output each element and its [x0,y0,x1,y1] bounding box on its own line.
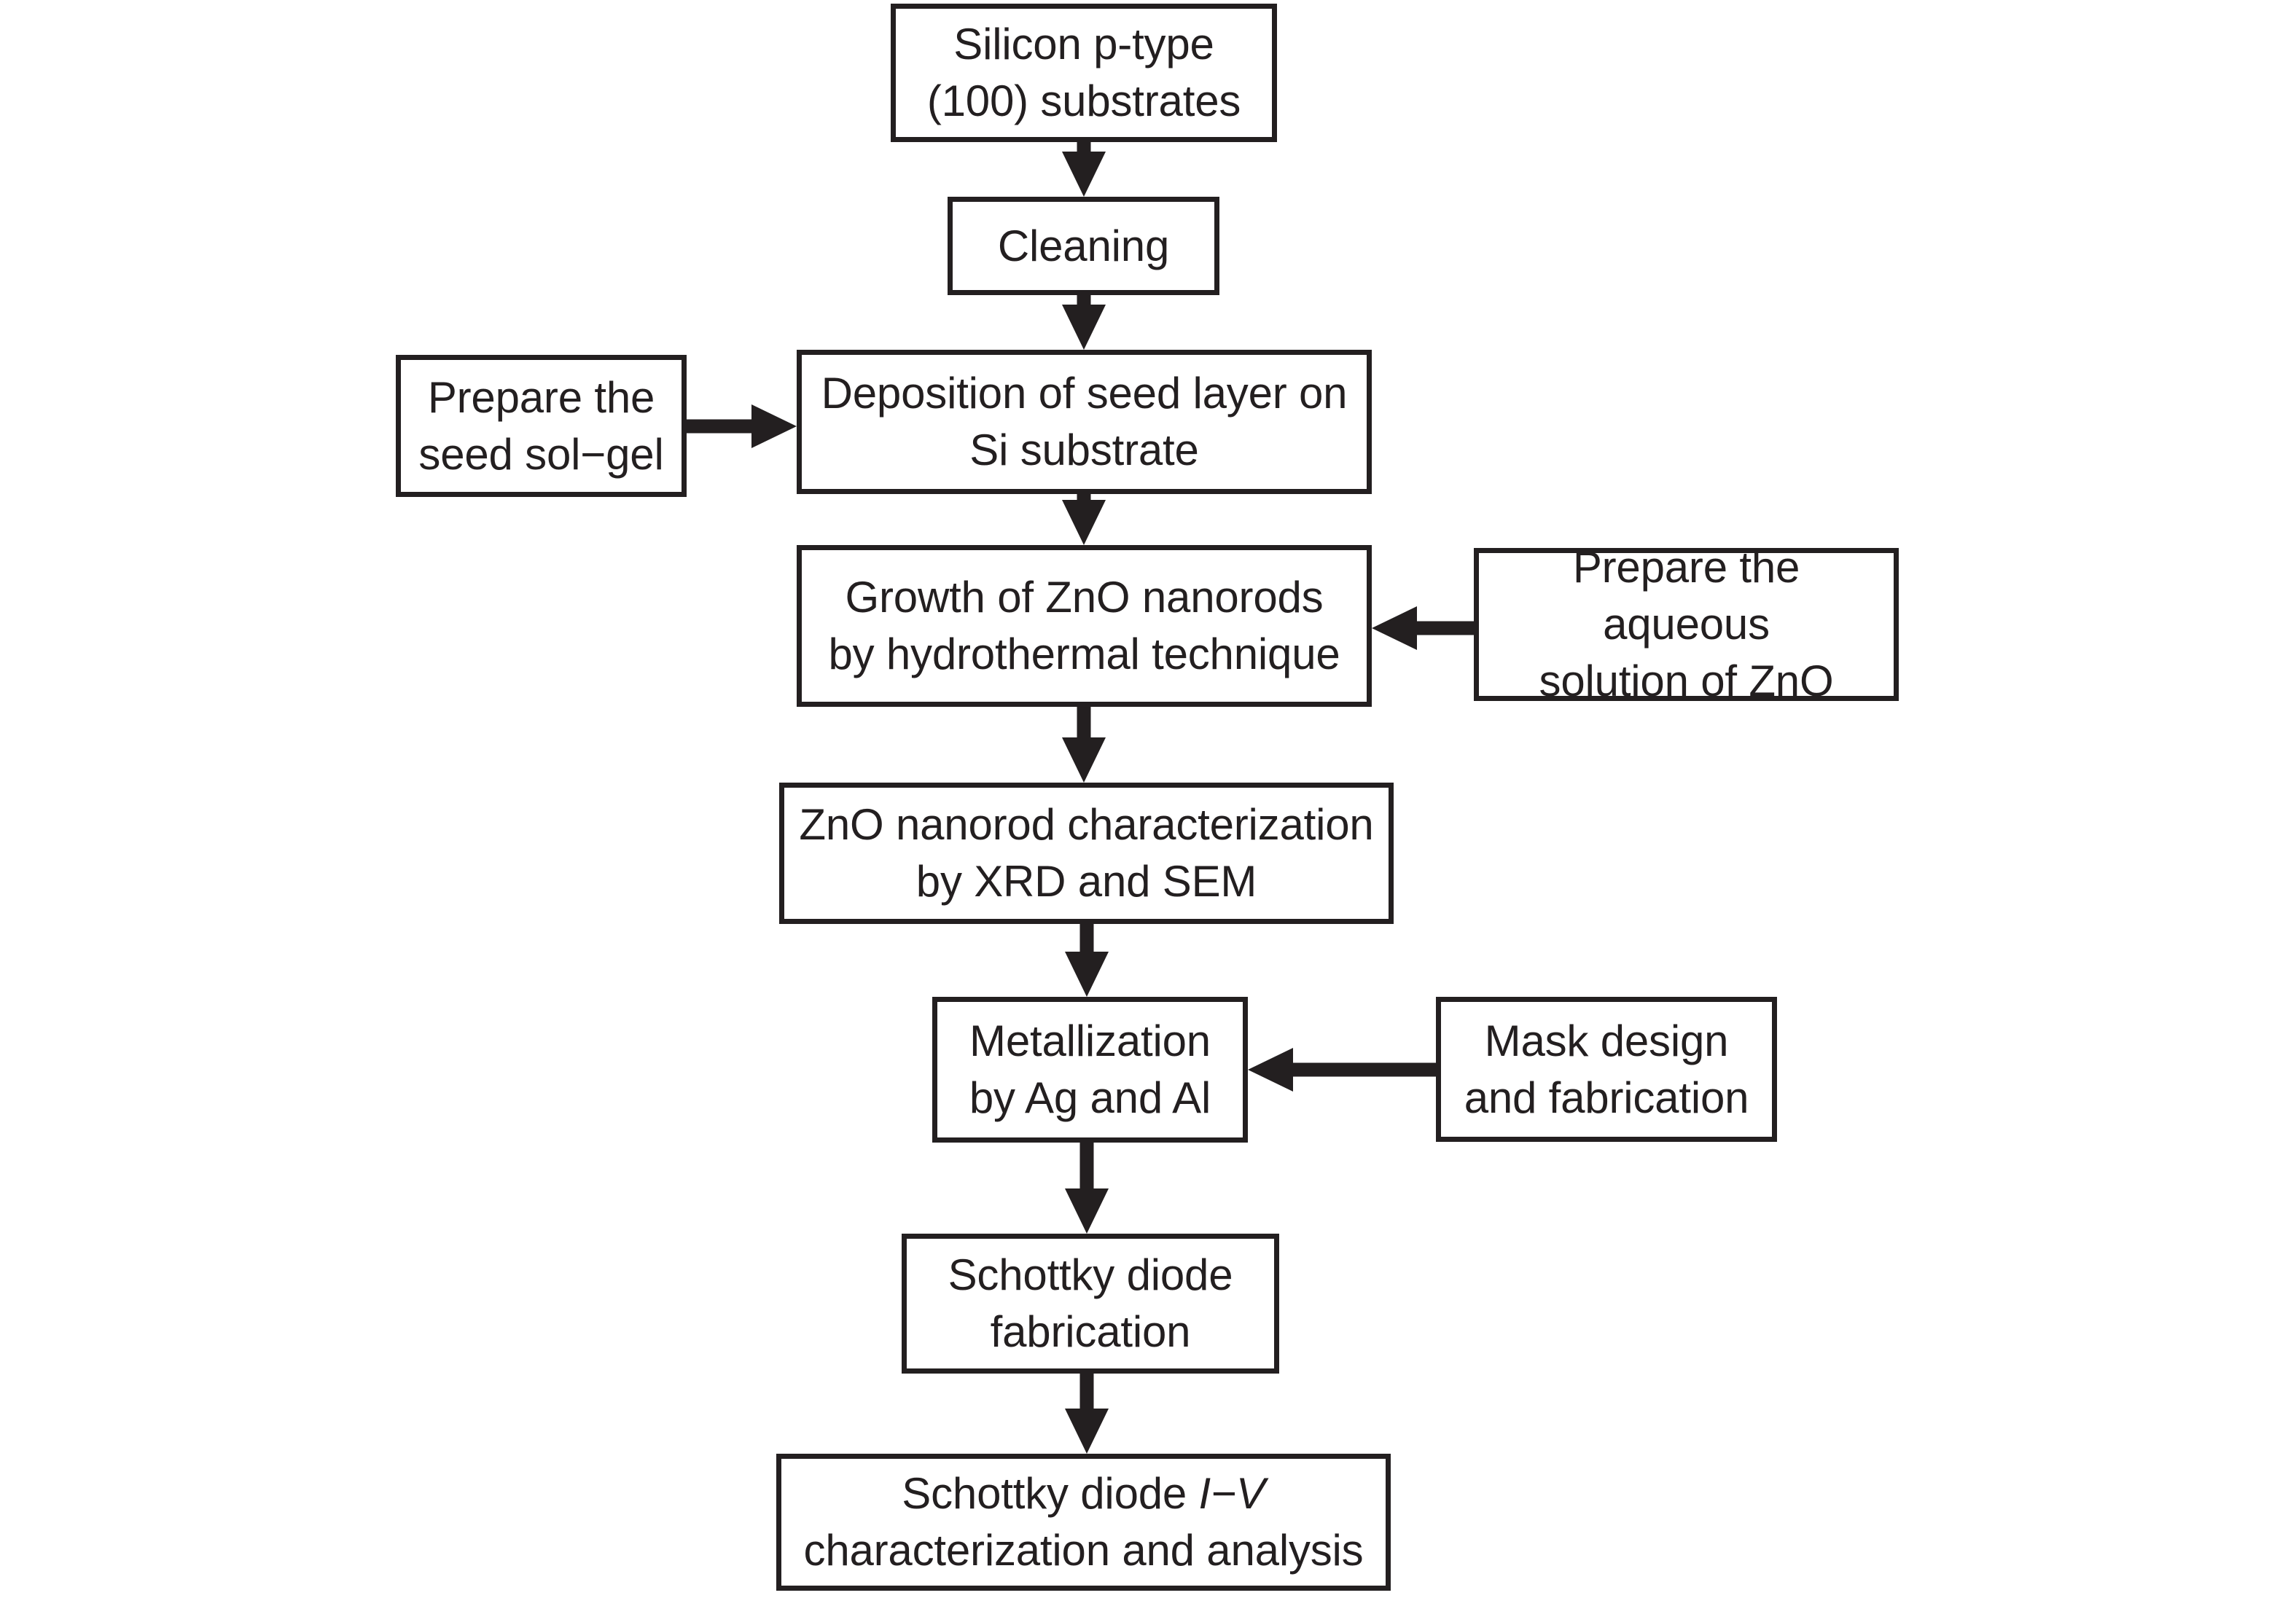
prepare-seed-sol-gel-label: Prepare the seed sol−gel [418,372,664,479]
schottky-diode-fabrication-node: Schottky diode fabrication [902,1234,1279,1374]
zno-characterization-label: ZnO nanorod characterization by XRD and … [799,800,1374,906]
schottky-iv-characterization-node: Schottky diode I−V characterization and … [776,1454,1391,1591]
silicon-substrate-node: Silicon p-type (100) substrates [891,4,1277,142]
arrow-cleaning-to-deposition [1062,295,1106,350]
mask-design-label: Mask design and fabrication [1464,1016,1749,1122]
arrow-deposition-to-growth [1062,494,1106,545]
metallization-label: Metallization by Ag and Al [969,1017,1211,1122]
arrow-growth-to-characterization [1062,707,1106,783]
silicon-substrate-label: Silicon p-type (100) substrates [926,20,1241,125]
arrow-mask-to-metallization [1248,1048,1436,1092]
arrow-silicon-to-cleaning [1062,142,1106,197]
cleaning-label: Cleaning [997,221,1170,270]
arrow-solgel-to-deposition [687,404,797,448]
mask-design-node: Mask design and fabrication [1436,997,1777,1142]
schottky-iv-characterization-label: Schottky diode I−V characterization and … [803,1469,1364,1575]
zno-characterization-node: ZnO nanorod characterization by XRD and … [779,783,1394,924]
iv-symbol: I−V [1198,1469,1265,1518]
cleaning-node: Cleaning [948,197,1219,295]
growth-zno-nanorods-label: Growth of ZnO nanorods by hydrothermal t… [828,573,1340,678]
deposition-seed-layer-label: Deposition of seed layer on Si substrate [821,369,1348,474]
arrow-aqueous-to-growth [1372,606,1474,650]
arrow-metallization-to-fabrication [1065,1143,1109,1234]
schottky-diode-fabrication-label: Schottky diode fabrication [948,1250,1233,1356]
prepare-seed-sol-gel-node: Prepare the seed sol−gel [396,355,687,497]
arrow-characterization-to-metallization [1065,924,1109,997]
prepare-aqueous-solution-node: Prepare the aqueous solution of ZnO [1474,543,1899,705]
arrow-fabrication-to-iv [1065,1374,1109,1454]
growth-zno-nanorods-node: Growth of ZnO nanorods by hydrothermal t… [797,545,1372,707]
deposition-seed-layer-node: Deposition of seed layer on Si substrate [797,350,1372,494]
prepare-aqueous-solution-label: Prepare the aqueous solution of ZnO [1539,543,1834,705]
metallization-node: Metallization by Ag and Al [932,997,1248,1143]
